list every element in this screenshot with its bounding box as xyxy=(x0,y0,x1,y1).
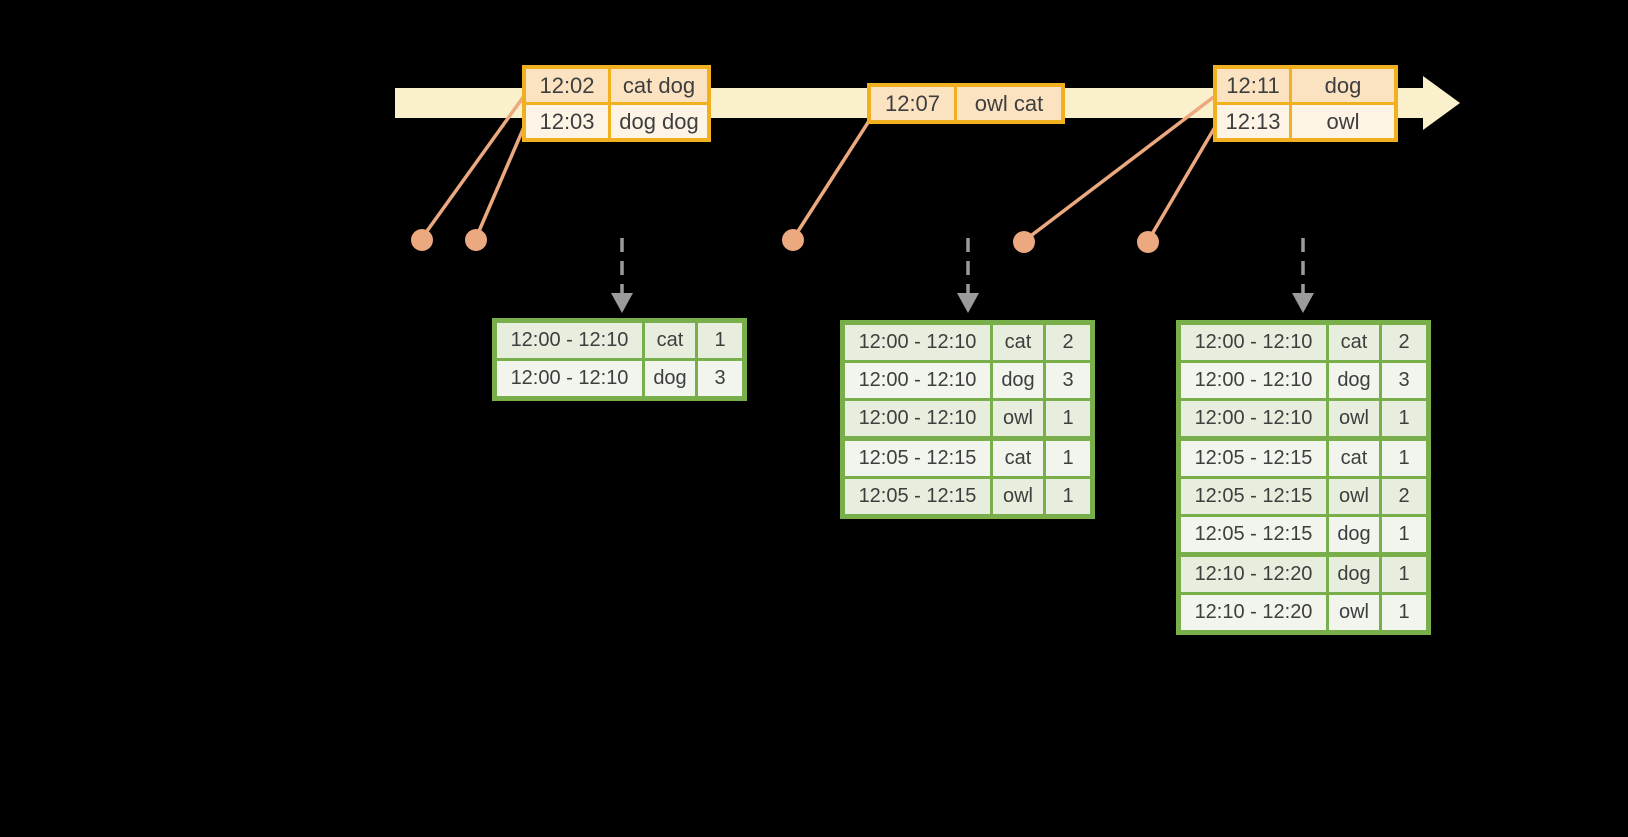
window-cell: 12:05 - 12:15 xyxy=(845,441,990,476)
result-row: 12:00 - 12:10 dog 3 xyxy=(497,361,742,396)
timeline-arrow-head-icon xyxy=(1423,76,1460,130)
result-row: 12:00 - 12:10 owl 1 xyxy=(845,401,1090,436)
event-dots xyxy=(411,229,1159,253)
result-row: 12:05 - 12:15 dog 1 xyxy=(1181,517,1426,552)
event-words-cell: dog dog xyxy=(611,105,707,138)
event-table-3: 12:11 dog 12:13 owl xyxy=(1213,65,1398,142)
result-row: 12:05 - 12:15 owl 1 xyxy=(845,479,1090,514)
result-row: 12:05 - 12:15 cat 1 xyxy=(1181,441,1426,476)
word-cell: dog xyxy=(1329,557,1379,592)
event-time-cell: 12:02 xyxy=(526,69,608,102)
count-cell: 1 xyxy=(698,323,742,358)
trigger-arrowhead-icon xyxy=(957,293,979,313)
event-words-cell: dog xyxy=(1292,69,1394,102)
count-cell: 1 xyxy=(1382,441,1426,476)
count-cell: 3 xyxy=(698,361,742,396)
count-cell: 1 xyxy=(1046,441,1090,476)
result-row: 12:05 - 12:15 owl 2 xyxy=(1181,479,1426,514)
event-words-cell: owl cat xyxy=(957,87,1061,120)
window-cell: 12:00 - 12:10 xyxy=(497,361,642,396)
window-cell: 12:00 - 12:10 xyxy=(1181,363,1326,398)
trigger-arrows xyxy=(611,238,1314,313)
window-cell: 12:05 - 12:15 xyxy=(1181,441,1326,476)
word-cell: dog xyxy=(1329,517,1379,552)
count-cell: 1 xyxy=(1382,557,1426,592)
word-cell: dog xyxy=(645,361,695,396)
word-cell: owl xyxy=(993,401,1043,436)
event-dot xyxy=(1137,231,1159,253)
connector-line xyxy=(474,126,526,239)
result-row: 12:00 - 12:10 dog 3 xyxy=(845,363,1090,398)
count-cell: 3 xyxy=(1382,363,1426,398)
word-cell: owl xyxy=(1329,479,1379,514)
count-cell: 1 xyxy=(1382,595,1426,630)
count-cell: 2 xyxy=(1382,479,1426,514)
connector-line xyxy=(1146,126,1217,242)
window-cell: 12:05 - 12:15 xyxy=(845,479,990,514)
event-dot xyxy=(465,229,487,251)
trigger-arrowhead-icon xyxy=(611,293,633,313)
event-words-cell: owl xyxy=(1292,105,1394,138)
result-table-2: 12:00 - 12:10 cat 2 12:00 - 12:10 dog 3 … xyxy=(840,320,1095,519)
window-cell: 12:10 - 12:20 xyxy=(1181,595,1326,630)
window-cell: 12:05 - 12:15 xyxy=(1181,517,1326,552)
result-row: 12:00 - 12:10 cat 1 xyxy=(497,323,742,358)
count-cell: 1 xyxy=(1046,479,1090,514)
window-cell: 12:00 - 12:10 xyxy=(1181,401,1326,436)
trigger-arrowhead-icon xyxy=(1292,293,1314,313)
word-cell: cat xyxy=(1329,325,1379,360)
event-row: 12:13 owl xyxy=(1217,105,1394,138)
word-cell: owl xyxy=(1329,595,1379,630)
event-time-cell: 12:11 xyxy=(1217,69,1289,102)
result-row: 12:00 - 12:10 cat 2 xyxy=(845,325,1090,360)
event-dot xyxy=(1013,231,1035,253)
window-cell: 12:00 - 12:10 xyxy=(1181,325,1326,360)
window-cell: 12:05 - 12:15 xyxy=(1181,479,1326,514)
result-row: 12:00 - 12:10 cat 2 xyxy=(1181,325,1426,360)
event-row: 12:03 dog dog xyxy=(526,105,707,138)
count-cell: 1 xyxy=(1382,401,1426,436)
window-cell: 12:00 - 12:10 xyxy=(845,325,990,360)
word-cell: dog xyxy=(1329,363,1379,398)
count-cell: 1 xyxy=(1046,401,1090,436)
window-cell: 12:00 - 12:10 xyxy=(845,363,990,398)
event-dot xyxy=(782,229,804,251)
event-words-cell: cat dog xyxy=(611,69,707,102)
count-cell: 1 xyxy=(1382,517,1426,552)
event-table-1: 12:02 cat dog 12:03 dog dog xyxy=(522,65,711,142)
count-cell: 2 xyxy=(1046,325,1090,360)
word-cell: owl xyxy=(993,479,1043,514)
count-cell: 2 xyxy=(1382,325,1426,360)
result-row: 12:00 - 12:10 owl 1 xyxy=(1181,401,1426,436)
window-cell: 12:10 - 12:20 xyxy=(1181,557,1326,592)
result-row: 12:10 - 12:20 owl 1 xyxy=(1181,595,1426,630)
word-cell: owl xyxy=(1329,401,1379,436)
event-table-2: 12:07 owl cat xyxy=(867,83,1065,124)
word-cell: cat xyxy=(645,323,695,358)
word-cell: cat xyxy=(993,441,1043,476)
window-cell: 12:00 - 12:10 xyxy=(845,401,990,436)
event-time-cell: 12:03 xyxy=(526,105,608,138)
event-time-cell: 12:07 xyxy=(871,87,954,120)
result-table-3: 12:00 - 12:10 cat 2 12:00 - 12:10 dog 3 … xyxy=(1176,320,1431,635)
window-cell: 12:00 - 12:10 xyxy=(497,323,642,358)
word-cell: cat xyxy=(993,325,1043,360)
connector-line xyxy=(791,120,871,240)
event-time-cell: 12:13 xyxy=(1217,105,1289,138)
event-row: 12:02 cat dog xyxy=(526,69,707,102)
result-table-1: 12:00 - 12:10 cat 1 12:00 - 12:10 dog 3 xyxy=(492,318,747,401)
event-row: 12:11 dog xyxy=(1217,69,1394,102)
count-cell: 3 xyxy=(1046,363,1090,398)
word-cell: cat xyxy=(1329,441,1379,476)
event-row: 12:07 owl cat xyxy=(871,87,1061,120)
result-row: 12:10 - 12:20 dog 1 xyxy=(1181,557,1426,592)
result-row: 12:05 - 12:15 cat 1 xyxy=(845,441,1090,476)
result-row: 12:00 - 12:10 dog 3 xyxy=(1181,363,1426,398)
event-dot xyxy=(411,229,433,251)
word-cell: dog xyxy=(993,363,1043,398)
